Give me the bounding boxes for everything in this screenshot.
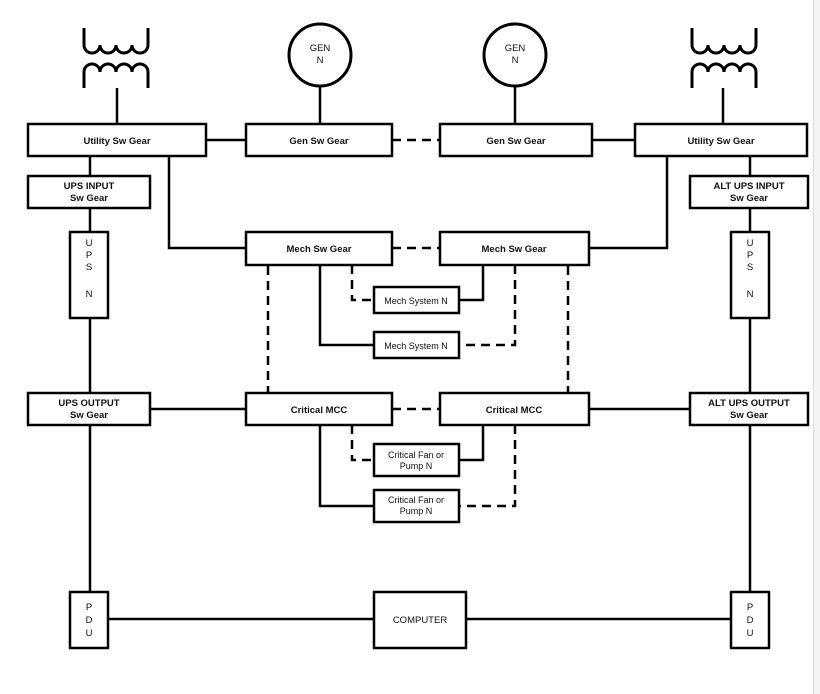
alt-ups-output-label-2: Sw Gear: [730, 410, 768, 421]
generator-left: GEN N: [287, 22, 353, 88]
ups-right-letter-1: U: [747, 238, 754, 249]
gen-switchgear-right: [438, 122, 594, 158]
box-labels: Utility Sw Gear Utility Sw Gear Gen Sw G…: [58, 136, 790, 639]
pdu-right: [729, 590, 771, 650]
generator-left-label-2: N: [317, 55, 324, 66]
ups-right-letter-4: N: [747, 289, 754, 300]
critical-mcc-right-label: Critical MCC: [486, 405, 543, 416]
ups-right: [729, 230, 771, 320]
utility-switchgear-right: [633, 122, 809, 158]
ups-left: [68, 230, 110, 320]
ups-input-label-1: UPS INPUT: [64, 181, 115, 192]
pdu-right-letter-2: D: [747, 615, 754, 626]
alt-ups-input-label-2: Sw Gear: [730, 193, 768, 204]
gen-switchgear-left: [244, 122, 394, 158]
pdu-left-letter-3: U: [86, 628, 93, 639]
generator-right-label-2: N: [512, 55, 519, 66]
critical-fan-2-label-1: Critical Fan or: [388, 495, 444, 505]
dashed-connections: [266, 138, 570, 508]
transformer-right-icon: [690, 28, 758, 88]
computer-box: [372, 590, 468, 650]
mech-system-box-2: [372, 330, 461, 360]
ups-right-letter-3: S: [747, 262, 753, 273]
utility-switchgear-right-label: Utility Sw Gear: [687, 136, 754, 147]
gen-switchgear-left-label: Gen Sw Gear: [289, 136, 348, 147]
transformer-left-icon: [82, 28, 150, 88]
critical-fan-2-label-2: Pump N: [400, 506, 433, 516]
generator-left-label-1: GEN: [310, 43, 331, 54]
scrollbar-divider: [813, 0, 814, 694]
pdu-left-letter-1: P: [86, 602, 92, 613]
alt-ups-output-switchgear: [688, 391, 810, 427]
mech-switchgear-left-label: Mech Sw Gear: [287, 244, 352, 255]
ups-left-letter-3: S: [86, 262, 92, 273]
pdu-right-letter-3: U: [747, 628, 754, 639]
utility-switchgear-left-label: Utility Sw Gear: [83, 136, 150, 147]
pdu-left-letter-2: D: [86, 615, 93, 626]
critical-mcc-left: [244, 391, 394, 427]
generator-right: GEN N: [482, 22, 548, 88]
mech-switchgear-right: [438, 230, 591, 267]
critical-fan-box-1: [372, 442, 461, 478]
mech-system-box-1: [372, 285, 461, 315]
critical-mcc-left-label: Critical MCC: [291, 405, 348, 416]
critical-mcc-right: [438, 391, 591, 427]
mech-switchgear-right-label: Mech Sw Gear: [482, 244, 547, 255]
ups-input-switchgear: [26, 174, 152, 210]
alt-ups-output-label-1: ALT UPS OUTPUT: [708, 398, 790, 409]
ups-output-label-2: Sw Gear: [70, 410, 108, 421]
ups-output-switchgear: [26, 391, 152, 427]
alt-ups-input-switchgear: [688, 174, 810, 210]
scrollbar-track[interactable]: [813, 0, 820, 694]
ups-left-letter-2: P: [86, 250, 92, 261]
utility-switchgear-left: [26, 122, 208, 158]
ups-left-letter-4: N: [86, 289, 93, 300]
computer-label: COMPUTER: [393, 615, 448, 626]
critical-fan-1-label-2: Pump N: [400, 461, 433, 471]
ups-left-letter-1: U: [86, 238, 93, 249]
critical-fan-box-2: [372, 488, 461, 524]
alt-ups-input-label-1: ALT UPS INPUT: [713, 181, 784, 192]
mech-system-2-label: Mech System N: [384, 341, 448, 351]
gen-switchgear-right-label: Gen Sw Gear: [486, 136, 545, 147]
pdu-left: [68, 590, 110, 650]
ups-right-letter-2: P: [747, 250, 753, 261]
ups-input-label-2: Sw Gear: [70, 193, 108, 204]
generator-right-label-1: GEN: [505, 43, 526, 54]
mech-switchgear-left: [244, 230, 394, 267]
critical-fan-1-label-1: Critical Fan or: [388, 450, 444, 460]
mech-system-1-label: Mech System N: [384, 296, 448, 306]
pdu-right-letter-1: P: [747, 602, 753, 613]
ups-output-label-1: UPS OUTPUT: [58, 398, 119, 409]
solid-connections: [88, 87, 752, 621]
